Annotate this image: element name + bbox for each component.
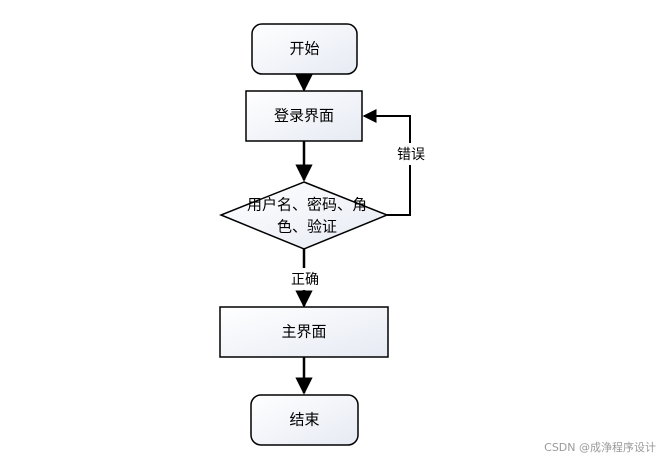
- main-page-node: [219, 306, 389, 358]
- error-label-bg: [392, 143, 428, 165]
- arrow-error-loop: [362, 109, 411, 216]
- validate-decision-node: [218, 181, 390, 250]
- login-page-label: 登录界面: [274, 107, 334, 125]
- start-label: 开始: [289, 40, 319, 58]
- login-page-node: [245, 90, 363, 142]
- end-label: 结束: [289, 411, 319, 429]
- correct-label-bg: [285, 268, 325, 290]
- main-page-label: 主界面: [281, 323, 326, 341]
- watermark: CSDN @成浄程序设计: [544, 441, 656, 454]
- correct-label: 正确: [291, 272, 319, 288]
- validate-label-line2: 色、验证: [277, 218, 337, 236]
- error-label: 错误: [397, 147, 425, 163]
- validate-label-line1: 用户名、密码、角: [247, 196, 367, 214]
- end-node: [250, 394, 359, 446]
